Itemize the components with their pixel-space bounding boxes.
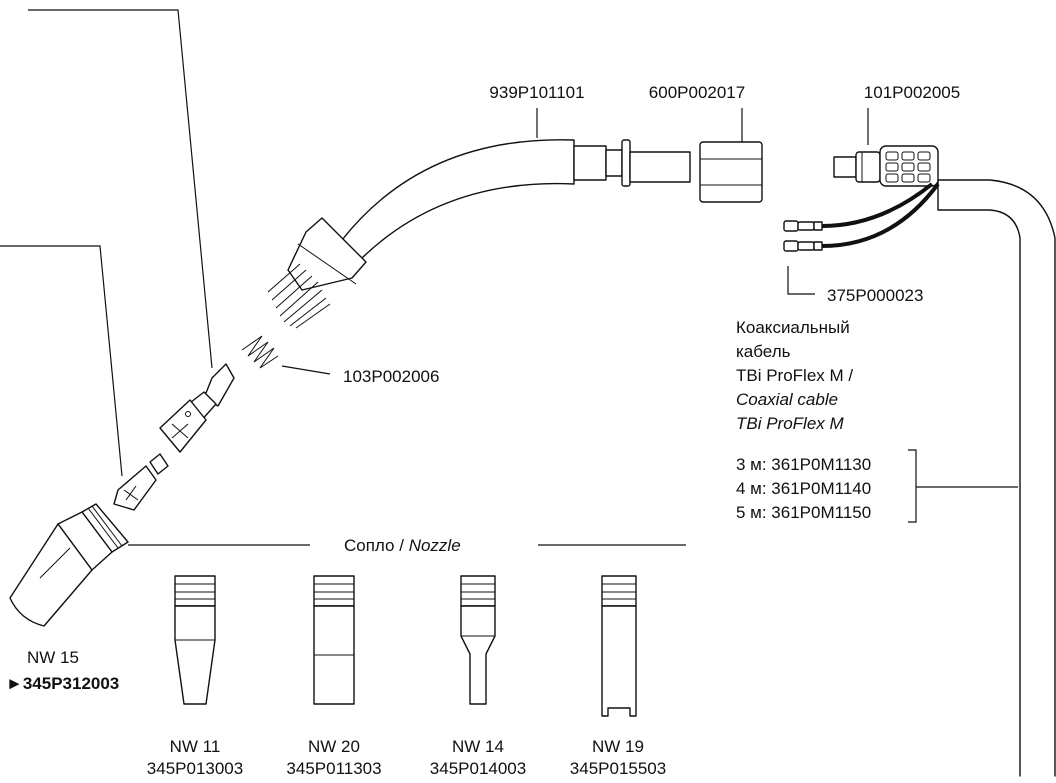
nozzle-code: 345P014003 [430,759,526,778]
label-spring: 103P002006 [343,367,439,386]
cable-description: Коаксиальный кабель TBi ProFlex M / Coax… [736,318,871,522]
cable-title-en-1: Coaxial cable [736,390,838,409]
main-nozzle [9,503,129,627]
leader-spring [281,365,331,375]
gas-diffuser [159,363,235,453]
nozzle-code: 345P011303 [286,759,381,778]
nozzle-nw20 [313,575,355,705]
torch-neck [267,139,691,329]
cable-variants-bracket [908,449,917,523]
central-connector [833,145,939,187]
nozzle-header-en: Nozzle [409,536,461,555]
main-nozzle-size: NW 15 [27,648,79,667]
marker-triangle-icon: ► [6,674,23,693]
spring [241,335,279,369]
main-nozzle-code: 345P312003 [23,674,119,693]
nozzle-header-ru: Сопло / [344,536,404,555]
label-handle-adapter: 600P002017 [649,83,745,102]
contact-tip [113,453,169,511]
handle-adapter [699,141,763,203]
label-neck: 939P101101 [489,83,584,102]
cable-title-ru-2: кабель [736,342,791,361]
neck-thread [267,263,331,329]
main-nozzle-code-line: ►345P312003 [6,674,119,693]
nozzle-size: NW 19 [592,737,644,756]
cable-variant: 3 м: 361P0M1130 [736,455,871,474]
leader-contact-tip [0,245,123,477]
cable-title-ru-3: TBi ProFlex M / [736,366,853,385]
nozzle-nw19 [601,575,637,717]
leader-control-leads [787,266,815,295]
cable-variant: 5 м: 361P0M1150 [736,503,871,522]
nozzle-size: NW 11 [170,737,221,756]
cable-title-ru-1: Коаксиальный [736,318,850,337]
coaxial-cable [937,179,1056,780]
nozzle-code: 345P015503 [570,759,666,778]
nozzle-size: NW 14 [452,737,504,756]
nozzle-size: NW 20 [308,737,360,756]
cable-title-en-2: TBi ProFlex M [736,414,845,433]
leader-gas-diffuser [28,9,213,369]
nozzle-nw11 [174,575,216,705]
nozzle-nw14 [460,575,496,705]
label-connector: 101P002005 [864,83,960,102]
leader-lines [0,9,1018,546]
control-leads [783,182,940,252]
nozzle-code: 345P013003 [147,759,243,778]
cable-variant: 4 м: 361P0M1140 [736,479,871,498]
label-control-leads: 375P000023 [827,286,923,305]
nozzle-header: Сопло / Nozzle [344,536,461,555]
